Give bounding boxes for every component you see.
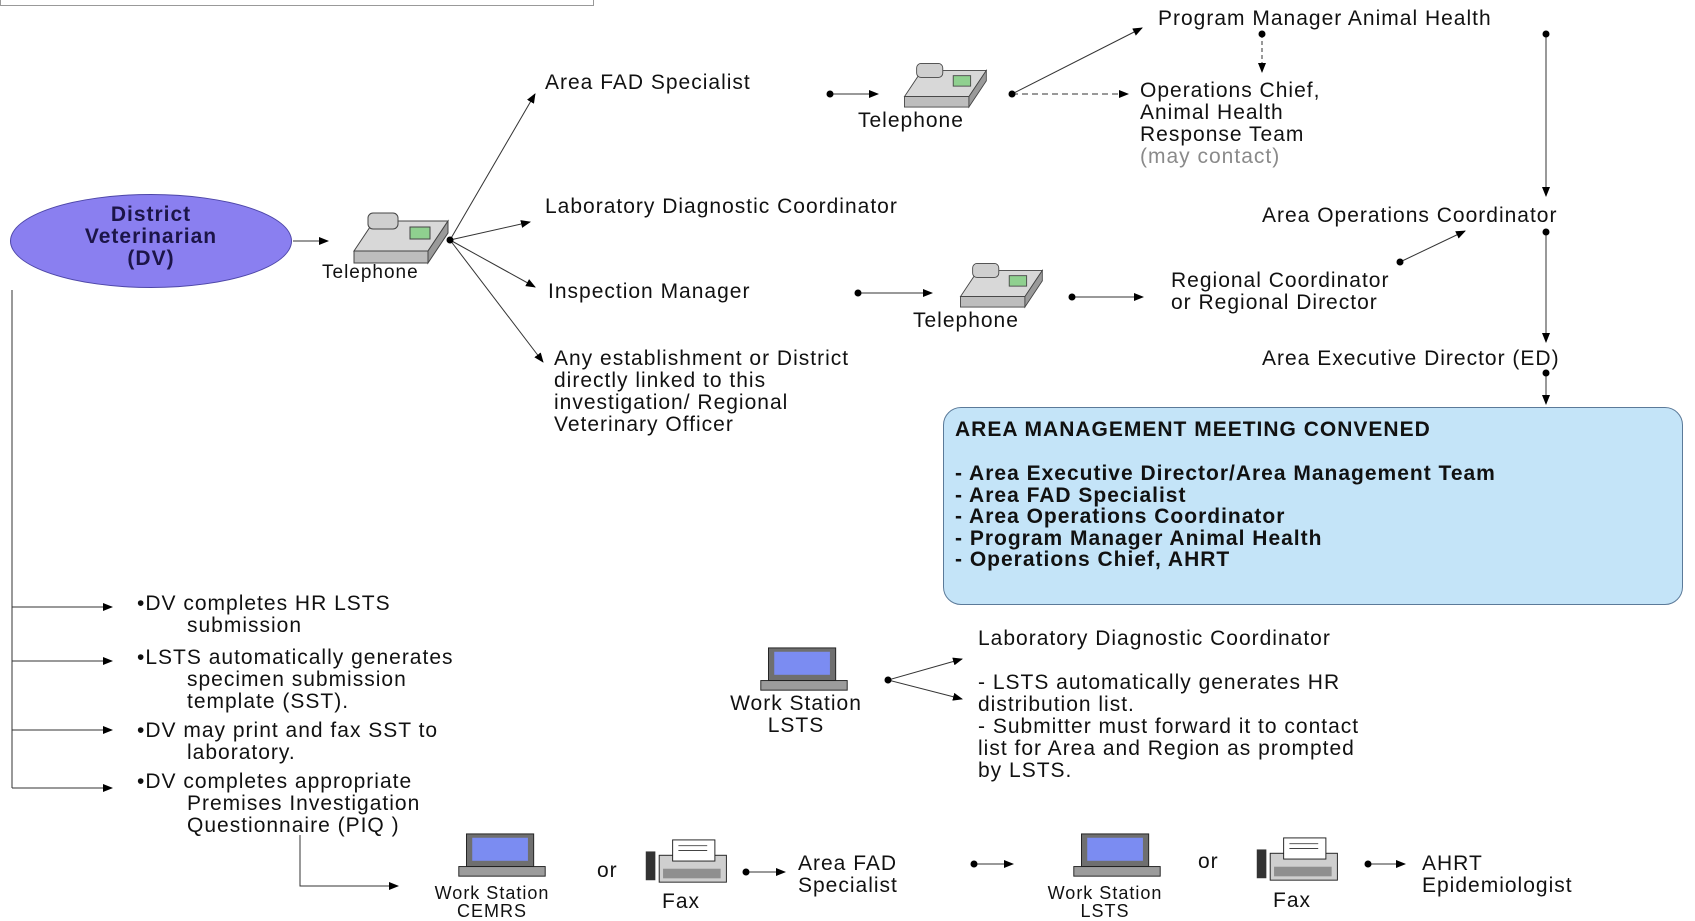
ahrt-epidemiologist: AHRT Epidemiologist [1422,853,1573,897]
meeting-item: - Program Manager Animal Health [955,526,1323,550]
area-executive-director: Area Executive Director (ED) [1262,347,1560,370]
step-line: Premises Investigation [187,792,421,815]
ws-lsts-label-2: LSTS [767,714,825,737]
dv-line-2: Veterinarian [84,225,218,248]
ahrt-line-1: AHRT [1422,852,1483,875]
telephone-label: Telephone [913,309,1019,332]
any-est-line-2: directly linked to this [554,369,767,392]
lab-diagnostic-coordinator-2: Laboratory Diagnostic Coordinator [978,627,1331,650]
area-fad-specialist: Area FAD Specialist [545,71,751,94]
lsts-note: - LSTS automatically generates HR distri… [978,672,1359,782]
step-item: •DV completes HR LSTS submission [137,593,391,637]
step-item: •DV may print and fax SST to laboratory. [137,720,438,764]
workstation-icon [1073,833,1161,877]
fax-label: Fax [662,890,701,913]
dv-line-3: (DV) [127,247,175,270]
area-operations-coordinator: Area Operations Coordinator [1262,204,1558,227]
area-fad-line-1: Area FAD [798,852,898,875]
any-est-line-3: investigation/ Regional [554,391,789,414]
telephone-icon [903,63,988,109]
step-line: •DV may print and fax SST to [137,719,439,742]
top-frame-fragment [0,0,594,6]
step-line: specimen submission [187,668,407,691]
workstation-cemrs-label: Work Station CEMRS [392,884,592,920]
regional-coordinator-node: Regional Coordinator or Regional Directo… [1171,270,1389,314]
workstation-lsts2-label: Work Station LSTS [1005,884,1205,920]
step-line: •DV completes HR LSTS [137,592,391,615]
area-management-meeting-box [943,407,1683,605]
step-line: submission [187,614,303,637]
ws-cemrs-label-2: CEMRS [456,901,527,921]
step-item: •DV completes appropriate Premises Inves… [137,771,420,837]
any-est-line-4: Veterinary Officer [554,413,734,436]
or-label: or [1198,850,1219,873]
step-line: template (SST). [187,690,350,713]
ops-chief-line-4: (may contact) [1140,145,1281,168]
lsts-note-line-4: list for Area and Region as prompted [978,737,1355,760]
ws-lsts-label-1: Work Station [730,692,862,715]
meeting-item: - Operations Chief, AHRT [955,548,1231,571]
step-line: •LSTS automatically generates [137,646,454,669]
step-item: •LSTS automatically generates specimen s… [137,647,454,713]
ops-chief-line-1: Operations Chief, [1140,79,1321,102]
lsts-note-line-2: distribution list. [978,693,1135,716]
district-veterinarian-label: District Veterinarian (DV) [10,204,292,270]
step-line: laboratory. [187,741,296,764]
ws-lsts2-label-2: LSTS [1080,901,1130,921]
district-veterinarian-node [10,194,292,288]
dv-line-1: District [110,203,192,226]
operations-chief-node: Operations Chief, Animal Health Response… [1140,80,1320,168]
step-line: •DV completes appropriate [137,770,413,793]
workstation-icon [760,647,848,691]
lsts-note-line-1: - LSTS automatically generates HR [978,671,1341,694]
ws-lsts2-label-1: Work Station [1047,883,1163,903]
fax-label: Fax [1273,889,1312,912]
or-label: or [597,859,618,882]
regional-line-2: or Regional Director [1171,291,1378,314]
meeting-item: - Area Executive Director/Area Managemen… [955,462,1496,485]
workstation-lsts-label: Work Station LSTS [697,693,895,737]
meeting-item: - Area Operations Coordinator [955,505,1286,528]
telephone-label: Telephone [858,109,964,132]
meeting-attendee-list: - Area Executive Director/Area Managemen… [955,463,1677,571]
meeting-item: - Area FAD Specialist [955,483,1187,507]
lsts-note-line-3: - Submitter must forward it to contact [978,715,1360,738]
ws-cemrs-label-1: Work Station [434,883,550,903]
telephone-icon [959,263,1044,309]
telephone-label: Telephone [322,262,419,283]
inspection-manager: Inspection Manager [548,280,751,303]
step-line: Questionnaire (PIQ ) [187,814,400,837]
lsts-note-line-5: by LSTS. [978,759,1073,782]
area-fad-line-2: Specialist [798,874,898,897]
ops-chief-line-3: Response Team [1140,123,1305,146]
telephone-icon [353,212,449,265]
fax-icon [1256,837,1338,881]
workstation-icon [458,833,546,877]
ops-chief-line-2: Animal Health [1140,101,1284,124]
program-manager-animal-health: Program Manager Animal Health [1158,7,1492,30]
any-est-line-1: Any establishment or District [554,347,850,370]
regional-line-1: Regional Coordinator [1171,269,1390,292]
any-establishment-node: Any establishment or District directly l… [554,348,849,436]
area-fad-specialist-bottom: Area FAD Specialist [798,853,898,897]
meeting-title: AREA MANAGEMENT MEETING CONVENED [955,418,1431,441]
lab-diagnostic-coordinator: Laboratory Diagnostic Coordinator [545,195,898,218]
fax-icon [645,839,727,883]
ahrt-line-2: Epidemiologist [1422,874,1573,897]
